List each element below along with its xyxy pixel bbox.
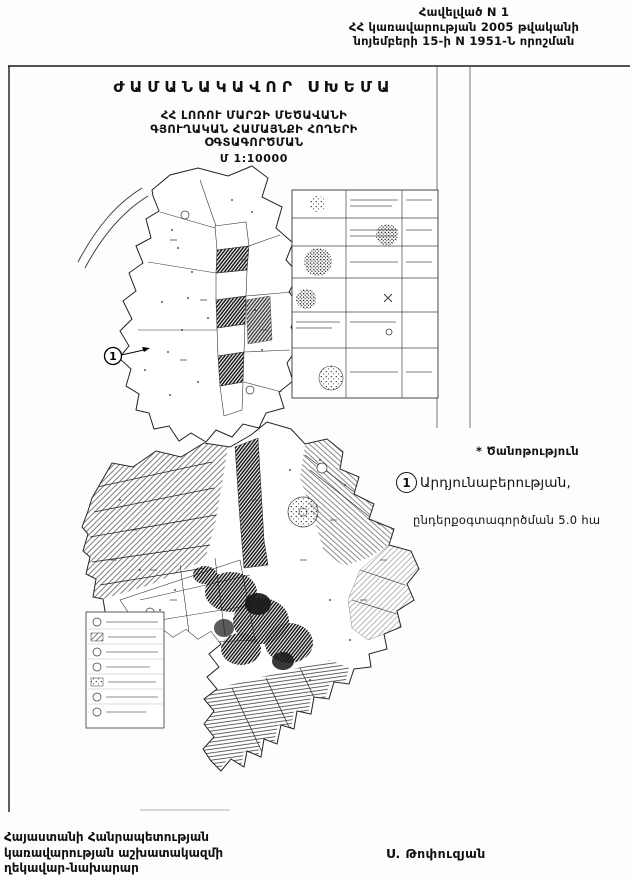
map-scale: Մ 1:10000: [219, 151, 289, 165]
signatory-line-2: կառավարության աշխատակազմի: [4, 845, 224, 860]
signatory-line-3: ղեկավար-նախարար: [4, 861, 139, 875]
signatory-name: Ս. Թոփուզյան: [386, 846, 486, 861]
title-block: ԺԱՄԱՆԱԿԱՎՈՐ ՍԽԵՄԱ ՀՀ ԼՈՌՈՒ ՄԱՐԶԻ ՄԵԾԱՎԱՆ…: [58, 78, 450, 165]
page-title: ԺԱՄԱՆԱԿԱՎՈՐ ՍԽԵՄԱ: [113, 78, 395, 96]
decree-line-2: ՀՀ կառավարության 2005 թվականի: [348, 19, 580, 34]
appendix-number: Հավելված N 1: [418, 5, 510, 19]
note-1: 1 Արդյունաբերության,: [396, 472, 571, 493]
decree-line-3: նոյեմբերի 15-ի N 1951-Ն որոշման: [353, 34, 575, 48]
subtitle-line-1: ՀՀ ԼՈՌՈՒ ՄԱՐԶԻ ՄԵԾԱՎԱՆԻ: [160, 108, 348, 122]
parcel-marker-1: 1: [103, 346, 150, 366]
stream-lines: [77, 187, 149, 269]
note-1-text: Արդյունաբերության,: [420, 474, 571, 491]
subtitle-line-3: ՕԳՏԱԳՈՐԾՄԱՆ: [204, 135, 304, 149]
asterisk-note: * Ծանոթություն: [476, 444, 579, 458]
map-key: [85, 611, 165, 729]
signatory-title: Հայաստանի Հանրապետության կառավարության ա…: [4, 830, 223, 877]
map-legend-table: [291, 189, 439, 399]
note-1-marker: 1: [396, 472, 417, 493]
parcel-marker-1-number: 1: [109, 350, 117, 363]
decree-header: Հավելված N 1 ՀՀ կառավարության 2005 թվակա…: [318, 5, 610, 49]
forest-area: [77, 165, 302, 443]
signatory-line-1: Հայաստանի Հանրապետության: [4, 830, 209, 844]
subtitle-line-2: ԳՅՈՒՂԱԿԱՆ ՀԱՄԱՅՆՔԻ ՀՈՂԵՐԻ: [150, 121, 358, 136]
note-1-line2: ընդերքօգտագործման 5.0 հա: [413, 513, 601, 527]
